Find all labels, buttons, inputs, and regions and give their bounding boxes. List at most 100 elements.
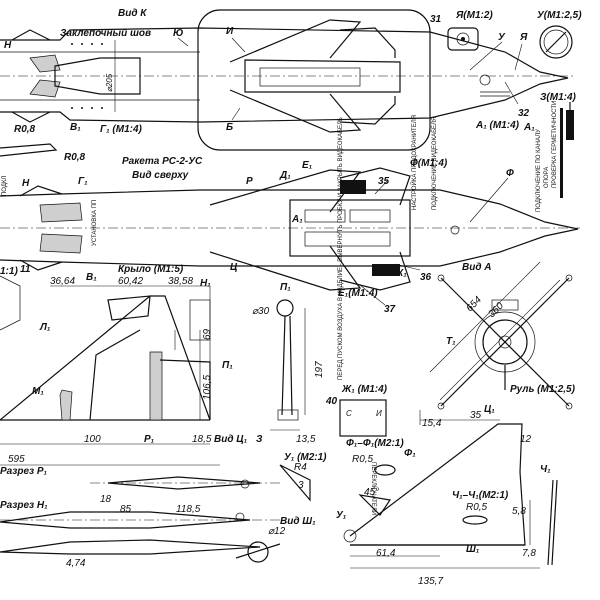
letter-ch1: Ч₁: [540, 464, 551, 475]
dim-12-hole: ⌀12: [268, 526, 286, 537]
dim-r05-a: R0,5: [352, 454, 374, 465]
view-sh1-title: Вид Ш₁: [280, 516, 316, 527]
dim-595: 595: [8, 454, 25, 465]
dim-205: ⌀205: [105, 73, 114, 92]
letter-v1-top: В₁: [70, 122, 81, 133]
dim-r08-a: R0,8: [14, 124, 36, 135]
number-35: 35: [378, 176, 390, 187]
wing-title: Крыло (М1:5): [118, 264, 184, 275]
switch-c: С: [346, 409, 352, 418]
dim-3: 3: [298, 480, 304, 491]
letter-u1: У₁: [336, 510, 347, 521]
note-before-launch: ПЕРЕД ПУСКОМ ВОЗДУХА В ИЗДЕЛИЕ - ВЫВЕРНУ…: [338, 117, 344, 380]
dim-18: 18: [100, 494, 112, 505]
dim-15-4: 15,4: [422, 418, 442, 429]
note-hermetic: ПРОВЕРКА ГЕРМЕТИЧНОСТИ: [552, 101, 558, 188]
letter-sh1: Ш₁: [466, 544, 480, 555]
f-scale: Ф(М1:4): [410, 158, 448, 169]
letter-a1-top: А₁: [523, 122, 535, 133]
dim-654: 654: [464, 294, 484, 314]
dim-35: 35: [470, 410, 482, 421]
note-bar: [560, 108, 563, 198]
note-video: ПОДКЛЮЧЕНИЕ ВИДЕОКАБЕЛЯ: [432, 117, 438, 210]
letter-ya: Я: [519, 32, 528, 43]
section-n1-shape: [0, 511, 251, 529]
pylon-detail: [270, 299, 311, 502]
title-line2: Вид сверху: [132, 170, 189, 181]
letter-ts: Ц: [230, 262, 238, 273]
dim-197: 197: [314, 361, 325, 378]
switch-i: И: [376, 409, 382, 418]
letter-m1: М₁: [32, 386, 44, 397]
letter-a1-mid: А₁: [291, 214, 303, 225]
rudder-drawing: [343, 410, 558, 569]
letter-u: У: [498, 32, 506, 43]
dim-360: 360: [486, 300, 506, 320]
dim-18-5: 18,5: [192, 434, 212, 445]
detail-ya-scale: Я(М1:2): [455, 10, 493, 21]
block-36: [372, 264, 400, 276]
letter-p1: П₁: [280, 282, 291, 293]
number-37: 37: [384, 304, 396, 315]
letter-l1: Л₁: [39, 322, 51, 333]
dim-60-42: 60,42: [118, 276, 143, 287]
note-install: УСТАНОВКА ПП: [92, 200, 98, 246]
dim-7-8: 7,8: [522, 548, 536, 559]
block-35: [340, 180, 366, 194]
scale-fragment: 1:1): [0, 266, 18, 277]
dim-r05-b: R0,5: [466, 502, 488, 513]
hole-12: [247, 541, 269, 563]
dim-135-7: 135,7: [418, 576, 443, 587]
f1-scale: Ф₁–Ф₁(М2:1): [346, 438, 404, 449]
dim-r4: R4: [294, 462, 307, 473]
letter-c1: Ц₁: [484, 404, 495, 415]
letter-r: Р: [246, 176, 253, 187]
letter-n-top: Н: [4, 40, 12, 51]
rivet-row: [71, 43, 103, 109]
view-c1-title: Вид Ц₁: [214, 434, 248, 445]
letter-f: Ф: [506, 168, 514, 179]
letter-pr1: Р₁: [144, 434, 155, 445]
letter-d1: Д₁: [279, 170, 291, 181]
dim-69: 69: [202, 328, 213, 340]
detail-frame-k: [197, 9, 431, 151]
detail-u-scale: У(М1:2,5): [537, 10, 582, 21]
number-40: 40: [325, 396, 338, 407]
number-32: 32: [518, 108, 530, 119]
dim-36-64: 36,64: [50, 276, 75, 287]
note-setup: НАСТРОЙКА ПРЕДОХРАНИТЕЛЯ: [410, 115, 418, 210]
note-support: ОПОРА: [544, 167, 550, 188]
e1-scale: Е₁(М1:4): [338, 288, 378, 299]
view-k-title: Вид К: [118, 8, 147, 19]
dim-100: 100: [84, 434, 101, 445]
note-top-label: ПОДКЛ: [2, 176, 8, 196]
letter-p1-wing: П₁: [222, 360, 233, 371]
letter-zh1: Ж₁: [393, 268, 407, 279]
dim-118-5: 118,5: [176, 504, 201, 515]
letter-n-mid: Н: [22, 178, 30, 189]
dim-30: ⌀30: [252, 306, 270, 317]
dim-61-4: 61,4: [376, 548, 396, 559]
section-n1-title: Разрез Н₁: [0, 500, 48, 511]
rivet-seam-label: Заклепочный шов: [60, 28, 151, 39]
dim-4-74: 4,74: [66, 558, 86, 569]
dim-r08-b: R0,8: [64, 152, 86, 163]
letter-b: Б: [226, 122, 233, 133]
switch-panel: [339, 399, 387, 437]
detail-ya-plate: [447, 27, 479, 51]
angle-45: 45°: [364, 487, 379, 498]
letter-i: И: [226, 26, 234, 37]
missile-top-view-k: [0, 9, 575, 151]
section-f1-shape: [374, 464, 396, 476]
letter-v1-wing: В₁: [86, 272, 97, 283]
dim-85: 85: [120, 504, 132, 515]
letter-e1-mid: Е₁: [302, 160, 313, 171]
seam-profile: [0, 143, 58, 157]
note-switches: ПЕРЕКЛЮЧАТЕЛИ: [370, 462, 376, 515]
detail-z-scale: З(М1:4): [540, 92, 577, 103]
letter-yu: Ю: [173, 28, 183, 39]
title-line1: Ракета РС-2-УС: [122, 156, 203, 167]
view-a-title: Вид А: [462, 262, 492, 273]
g1-scale: Г₁ (М1:4): [100, 124, 143, 135]
letter-phi1: Φ₁: [404, 448, 416, 459]
